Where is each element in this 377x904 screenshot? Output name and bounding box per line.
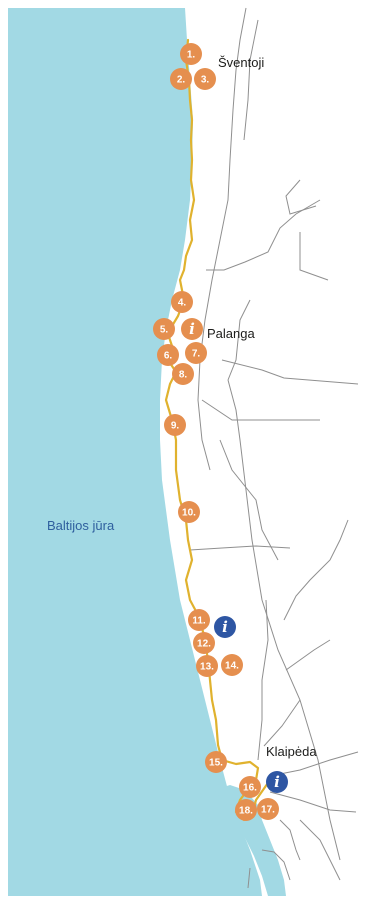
road-network <box>189 7 359 889</box>
poi-marker-15[interactable]: 15. <box>205 751 227 773</box>
poi-marker-label: 1. <box>187 50 196 61</box>
info-icon-glyph: i <box>274 773 280 791</box>
info-icon[interactable]: i <box>266 771 288 793</box>
poi-marker-circle <box>205 751 227 773</box>
poi-marker-circle <box>221 654 243 676</box>
poi-marker-circle <box>257 798 279 820</box>
poi-marker-14[interactable]: 14. <box>221 654 243 676</box>
poi-marker-10[interactable]: 10. <box>178 501 200 523</box>
poi-marker-11[interactable]: 11. <box>188 609 210 631</box>
info-icon-glyph: i <box>189 320 195 338</box>
poi-marker-5[interactable]: 5. <box>153 318 175 340</box>
poi-marker-label: 15. <box>209 758 223 769</box>
lagoon-area <box>214 785 286 896</box>
poi-marker-label: 7. <box>192 349 201 360</box>
place-labels: Baltijos jūra Šventoji Palanga Klaipėda <box>47 55 317 759</box>
poi-marker-3[interactable]: 3. <box>194 68 216 90</box>
poi-marker-label: 3. <box>201 75 210 86</box>
poi-marker-18[interactable]: 18. <box>235 799 257 821</box>
poi-marker-13[interactable]: 13. <box>196 655 218 677</box>
sea-label: Baltijos jūra <box>47 518 115 533</box>
poi-marker-label: 8. <box>179 370 188 381</box>
poi-markers: 1. 2. 3. 4. 5. 6. 7. 8. 9. 10. 11. 12. 13. 14. 15. 16. 1… <box>153 43 279 821</box>
poi-marker-circle <box>235 799 257 821</box>
sea-area <box>8 8 262 896</box>
poi-marker-circle <box>164 414 186 436</box>
poi-marker-circle <box>239 776 261 798</box>
poi-marker-label: 9. <box>171 421 180 432</box>
poi-marker-12[interactable]: 12. <box>193 632 215 654</box>
poi-marker-circle <box>172 363 194 385</box>
poi-marker-label: 16. <box>243 783 257 794</box>
poi-marker-4[interactable]: 4. <box>171 291 193 313</box>
poi-marker-8[interactable]: 8. <box>172 363 194 385</box>
poi-marker-circle <box>178 501 200 523</box>
info-icon[interactable]: i <box>181 318 203 340</box>
poi-marker-label: 17. <box>261 805 275 816</box>
poi-marker-circle <box>157 344 179 366</box>
town-label-klaipeda: Klaipėda <box>266 744 317 759</box>
poi-marker-circle <box>194 68 216 90</box>
info-icon-glyph: i <box>222 618 228 636</box>
town-label-sventoji: Šventoji <box>218 55 264 70</box>
poi-marker-16[interactable]: 16. <box>239 776 261 798</box>
poi-marker-label: 2. <box>177 75 186 86</box>
cycle-route <box>164 38 272 822</box>
poi-marker-label: 10. <box>182 508 196 519</box>
poi-marker-label: 4. <box>178 298 187 309</box>
poi-marker-label: 12. <box>197 639 211 650</box>
town-label-palanga: Palanga <box>207 326 255 341</box>
poi-marker-6[interactable]: 6. <box>157 344 179 366</box>
poi-marker-circle <box>188 609 210 631</box>
poi-marker-label: 14. <box>225 661 239 672</box>
poi-marker-9[interactable]: 9. <box>164 414 186 436</box>
poi-marker-7[interactable]: 7. <box>185 342 207 364</box>
poi-marker-circle <box>193 632 215 654</box>
poi-marker-circle <box>170 68 192 90</box>
poi-marker-circle <box>196 655 218 677</box>
poi-marker-label: 5. <box>160 325 169 336</box>
info-markers: i i i <box>181 318 288 793</box>
poi-marker-17[interactable]: 17. <box>257 798 279 820</box>
poi-marker-circle <box>180 43 202 65</box>
poi-marker-label: 18. <box>239 806 253 817</box>
info-icon[interactable]: i <box>214 616 236 638</box>
info-icon-circle <box>214 616 236 638</box>
poi-marker-circle <box>185 342 207 364</box>
poi-marker-label: 6. <box>164 351 173 362</box>
info-icon-circle <box>266 771 288 793</box>
poi-marker-label: 11. <box>192 616 206 627</box>
poi-marker-circle <box>153 318 175 340</box>
poi-marker-label: 13. <box>200 662 214 673</box>
info-icon-circle <box>181 318 203 340</box>
poi-marker-2[interactable]: 2. <box>170 68 192 90</box>
poi-marker-circle <box>171 291 193 313</box>
poi-marker-1[interactable]: 1. <box>180 43 202 65</box>
